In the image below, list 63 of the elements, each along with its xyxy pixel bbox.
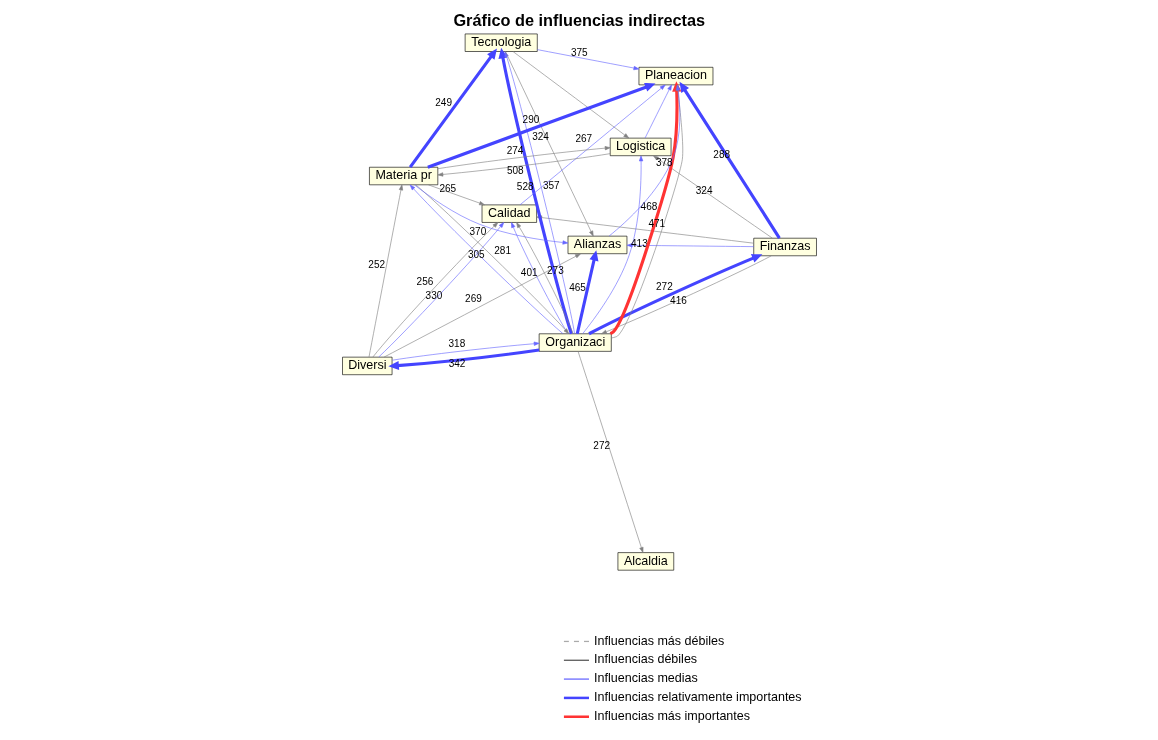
node-box: Organizaci — [538, 333, 612, 352]
node-box: Logistica — [609, 137, 671, 156]
arrow — [577, 351, 643, 553]
arrow — [427, 184, 485, 206]
edge-label: 416 — [669, 295, 687, 307]
arrow — [581, 155, 643, 334]
arrow — [383, 253, 581, 358]
legend-label: Influencias relativamente importantes — [593, 690, 802, 705]
edge-label: 249 — [434, 97, 452, 109]
edge-label: 401 — [520, 266, 538, 278]
edge-label: 357 — [542, 179, 560, 191]
arrow — [413, 184, 568, 245]
node-box: Alcaldia — [617, 552, 674, 571]
arrow — [575, 250, 598, 335]
node-box: Finanzas — [752, 237, 817, 257]
arrow — [437, 153, 610, 177]
legend-label: Influencias medias — [593, 671, 698, 686]
arrow — [437, 146, 610, 169]
edge-label: 465 — [568, 281, 586, 293]
arrow — [387, 348, 539, 371]
arrow — [536, 49, 639, 71]
arrow — [368, 184, 403, 358]
node-box: Planeacion — [638, 66, 713, 86]
edge-label: 375 — [570, 47, 588, 59]
arrow — [626, 243, 754, 248]
arrow — [652, 155, 773, 239]
node-box: Materia pr — [368, 166, 438, 186]
edge-label: 256 — [416, 276, 433, 288]
edge-label: 370 — [469, 225, 486, 237]
legend-label: Influencias débiles — [593, 652, 697, 667]
arrow — [391, 341, 539, 361]
edge-label: 318 — [448, 338, 465, 350]
edge-label: 272 — [655, 281, 673, 293]
edge-label: 413 — [630, 238, 648, 250]
diagram-title: Gráfico de influencias indirectas — [452, 10, 705, 29]
edge-label: 267 — [574, 132, 592, 144]
node-box: Alianzas — [567, 235, 627, 255]
arrow — [679, 81, 781, 239]
edge-label: 281 — [493, 245, 511, 257]
edge-label: 324 — [695, 184, 712, 196]
arrow — [519, 84, 665, 206]
node-box: Diversi — [341, 356, 392, 376]
edge-label: 265 — [438, 182, 456, 194]
edge-label: 342 — [448, 358, 465, 370]
arrow — [512, 51, 629, 139]
arrow — [408, 48, 497, 168]
node-box: Tecnologia — [464, 33, 538, 52]
legend-label: Influencias más importantes — [593, 708, 750, 723]
arrow — [426, 82, 656, 169]
node-box: Calidad — [481, 204, 537, 223]
edge-label: 269 — [464, 293, 482, 305]
edge-label: 272 — [592, 439, 610, 451]
edge-label: 305 — [467, 248, 485, 260]
edge-label: 508 — [506, 164, 524, 176]
edge-label: 252 — [367, 258, 385, 270]
edge-label: 290 — [522, 113, 539, 125]
edge-label: 330 — [425, 290, 442, 302]
arrow — [644, 84, 672, 139]
legend-label: Influencias más débiles — [593, 633, 724, 648]
edge-label: 324 — [531, 131, 549, 143]
edge-label: 468 — [640, 201, 657, 213]
edge-label: 274 — [506, 144, 523, 156]
arrow — [504, 51, 594, 237]
